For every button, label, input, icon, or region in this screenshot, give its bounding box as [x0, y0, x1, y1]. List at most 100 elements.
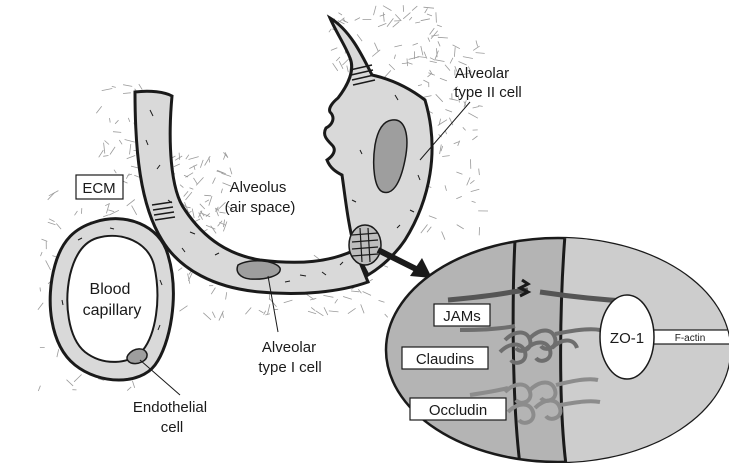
ecm-fiber: [316, 311, 324, 316]
ecm-fiber: [430, 28, 435, 34]
ecm-fiber: [479, 169, 480, 176]
ecm-fiber: [418, 85, 422, 86]
ecm-fiber: [438, 41, 440, 46]
ecm-fiber: [335, 299, 338, 303]
ecm-fiber: [409, 17, 412, 20]
ecm-fiber: [211, 288, 215, 295]
ecm-fiber: [259, 310, 264, 313]
label-endothelial-line1: Endothelial: [133, 399, 207, 416]
ecm-fiber: [387, 18, 393, 26]
ecm-fiber: [394, 45, 402, 47]
ecm-fiber: [347, 66, 349, 73]
label-alveolar-type-i-line1: Alveolar: [262, 339, 316, 356]
ecm-fiber: [308, 311, 316, 313]
ecm-fiber: [385, 314, 388, 317]
ecm-fiber: [470, 180, 474, 183]
zoom-arrow: [378, 250, 432, 278]
ecm-fiber: [342, 59, 348, 65]
ecm-fiber: [110, 147, 115, 155]
ecm-fiber: [190, 188, 194, 190]
ecm-fiber: [355, 18, 360, 21]
ecm-fiber: [96, 106, 101, 113]
ecm-fiber: [200, 160, 203, 168]
ecm-fiber: [476, 41, 478, 47]
ecm-fiber: [445, 185, 447, 190]
ecm-fiber: [336, 57, 340, 61]
ecm-fiber: [329, 29, 331, 32]
ecm-fiber: [363, 292, 371, 296]
ecm-fiber: [209, 196, 212, 206]
label-f-actin: F-actin: [675, 333, 706, 344]
ecm-fiber: [472, 201, 476, 202]
label-zo1: ZO-1: [610, 330, 644, 347]
ecm-fiber: [427, 227, 431, 233]
label-jams: JAMs: [443, 308, 481, 325]
ecm-fiber: [48, 193, 55, 200]
ecm-fiber: [379, 300, 385, 302]
ecm-fiber: [178, 268, 182, 271]
ecm-fiber: [351, 291, 359, 292]
ecm-fiber: [442, 156, 450, 157]
ecm-fiber: [456, 172, 462, 174]
ecm-fiber: [457, 225, 464, 229]
ecm-fiber: [221, 173, 231, 176]
ecm-fiber: [46, 260, 51, 270]
ecm-fiber: [200, 211, 204, 216]
ecm-fiber: [445, 65, 450, 71]
ecm-fiber: [245, 308, 251, 315]
ecm-fiber: [221, 189, 222, 194]
label-alveolus-line1: Alveolus: [230, 179, 287, 196]
label-alveolar-type-ii-line1: Alveolar: [455, 65, 509, 82]
ecm-fiber: [102, 89, 113, 91]
ecm-fiber: [38, 303, 43, 310]
ecm-fiber: [75, 211, 78, 215]
ecm-fiber: [389, 64, 395, 70]
label-blood-capillary-line2: capillary: [83, 302, 142, 319]
ecm-fiber: [393, 22, 400, 28]
ecm-fiber: [127, 387, 131, 391]
ecm-fiber: [395, 14, 401, 20]
ecm-fiber: [331, 48, 337, 51]
ecm-fiber: [358, 289, 361, 293]
ecm-fiber: [430, 61, 437, 63]
ecm-fiber: [113, 132, 121, 133]
ecm-fiber: [311, 307, 315, 310]
ecm-fiber: [175, 156, 182, 160]
ecm-fiber: [415, 22, 420, 23]
ecm-fiber: [132, 206, 137, 215]
ecm-fiber: [127, 174, 131, 175]
ecm-fiber: [104, 143, 105, 154]
ecm-fiber: [268, 304, 270, 314]
ecm-fiber: [200, 204, 205, 209]
label-occludin: Occludin: [429, 402, 487, 419]
ecm-fiber: [343, 20, 349, 22]
ecm-fiber: [180, 185, 183, 188]
ecm-fiber: [103, 156, 108, 157]
ecm-fiber: [374, 43, 378, 52]
ecm-fiber: [180, 306, 188, 312]
ecm-fiber: [437, 25, 442, 27]
label-alveolar-type-i-line2: type I cell: [258, 359, 321, 376]
ecm-fiber: [409, 57, 419, 60]
ecm-fiber: [198, 211, 202, 218]
ecm-fiber: [204, 195, 211, 196]
ecm-fiber: [403, 13, 410, 19]
ecm-fiber: [212, 312, 215, 318]
ecm-fiber: [440, 145, 442, 155]
ecm-fiber: [119, 140, 122, 144]
ecm-fiber: [284, 300, 293, 303]
label-endothelial-line2: cell: [161, 419, 184, 436]
ecm-fiber: [56, 224, 61, 230]
ecm-fiber: [196, 177, 203, 185]
ecm-fiber: [343, 297, 352, 300]
ecm-fiber: [49, 219, 55, 222]
ecm-fiber: [139, 84, 142, 90]
ecm-fiber: [219, 222, 226, 225]
ecm-fiber: [186, 155, 189, 159]
ecm-fiber: [473, 107, 480, 109]
ecm-fiber: [429, 216, 437, 219]
ecm-fiber: [338, 13, 342, 15]
ecm-fiber: [467, 177, 470, 185]
ecm-fiber: [211, 226, 216, 234]
